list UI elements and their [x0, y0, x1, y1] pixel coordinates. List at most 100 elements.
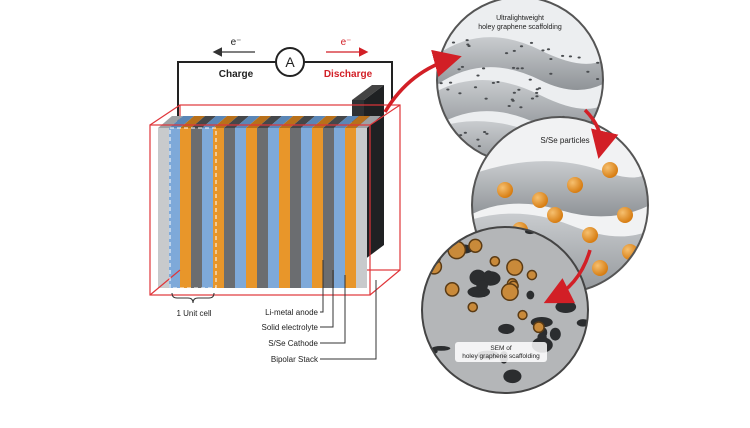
pore — [459, 134, 463, 137]
pore — [577, 56, 581, 59]
layer-electrolyte — [169, 128, 180, 288]
pore — [451, 41, 456, 44]
sse-particle — [547, 207, 563, 223]
ammeter-label: A — [285, 54, 295, 70]
layer-electrolyte — [334, 128, 345, 288]
legend: 1 Unit cell Li-metal anode Solid electro… — [171, 260, 377, 364]
unit-cell-label: 1 Unit cell — [176, 309, 211, 318]
pore — [491, 81, 496, 84]
zoom-arrow-2 — [583, 108, 619, 159]
layer-electrolyte — [202, 128, 213, 288]
pore — [439, 129, 443, 132]
sem-pore — [549, 327, 561, 341]
pore — [535, 88, 539, 91]
pore — [451, 150, 455, 153]
pore — [535, 95, 539, 98]
anode-label: Li-metal anode — [265, 308, 318, 317]
sse-particle — [532, 192, 548, 208]
pore — [541, 49, 545, 52]
pore — [549, 72, 553, 75]
pore — [466, 157, 470, 160]
pore — [507, 105, 511, 108]
pore — [560, 54, 565, 57]
sem-pore — [526, 290, 535, 300]
particles-label: S/Se particles — [540, 136, 589, 145]
layer-collector — [356, 128, 367, 288]
layer-collector — [158, 128, 169, 288]
stack-label: Bipolar Stack — [271, 355, 319, 364]
ammeter-icon — [275, 47, 305, 77]
pore — [568, 55, 573, 58]
pore — [458, 92, 462, 95]
pore — [596, 61, 600, 64]
layer-cathode — [312, 128, 323, 288]
layer-cathode — [279, 128, 290, 288]
layer-electrolyte — [268, 128, 279, 288]
layer-anode — [290, 128, 301, 288]
sem-pore — [558, 374, 573, 389]
pore — [517, 88, 521, 91]
pore — [463, 131, 467, 134]
pore — [466, 43, 470, 46]
pore — [481, 67, 486, 70]
cathode-label: S/Se Cathode — [268, 339, 318, 348]
sse-particle — [567, 177, 583, 193]
pore — [519, 45, 524, 48]
layer-anode — [224, 128, 235, 288]
stack-frame-front — [149, 124, 371, 296]
pore — [473, 86, 478, 89]
sem-particle — [532, 321, 545, 334]
external-circuit: A e⁻ Charge e⁻ Discharge — [177, 37, 393, 125]
pore — [510, 98, 514, 101]
layer-cathode — [213, 128, 224, 288]
pore — [477, 145, 481, 148]
layer-anode — [257, 128, 268, 288]
sem-pore — [431, 346, 451, 351]
pore — [520, 67, 524, 70]
sem-particle — [468, 238, 483, 253]
pore — [519, 106, 523, 109]
sem-pore — [498, 323, 515, 334]
sem-title: SEM of — [490, 345, 512, 352]
pore — [476, 74, 480, 77]
unit-cell-outline — [169, 127, 217, 289]
electron-left-label: e⁻ — [231, 37, 242, 48]
pore — [485, 132, 489, 135]
sem-subtitle: holey graphene scaffolding — [462, 353, 540, 360]
pore — [549, 57, 553, 60]
pore — [529, 41, 534, 44]
bipolar-stack — [149, 85, 401, 296]
sem-particle — [500, 283, 519, 302]
sse-particle — [602, 162, 618, 178]
pore — [530, 97, 535, 100]
inset-sem: SEM of holey graphene scaffolding — [421, 226, 589, 394]
pore — [528, 78, 532, 81]
charge-label: Charge — [219, 69, 254, 80]
sem-particle — [489, 255, 501, 267]
discharge-label: Discharge — [324, 69, 373, 80]
layer-cathode — [180, 128, 191, 288]
sem-pore — [476, 280, 488, 291]
layer-cathode — [345, 128, 356, 288]
sem-particle — [467, 301, 479, 313]
pore — [453, 157, 457, 160]
pore — [484, 97, 488, 100]
pore — [586, 70, 590, 73]
pore — [460, 65, 465, 68]
layer-cathode — [246, 128, 257, 288]
pore — [535, 91, 539, 94]
sem-particle — [444, 282, 460, 297]
pore — [546, 48, 551, 51]
layer-electrolyte — [301, 128, 312, 288]
sse-particle — [617, 207, 633, 223]
electrolyte-label: Solid electrolyte — [262, 323, 319, 332]
pore — [465, 39, 469, 42]
sem-pore — [503, 369, 522, 384]
pore — [457, 68, 461, 71]
sse-particle — [592, 260, 608, 276]
scaffold-title: Ultralightweight — [496, 15, 544, 22]
inset-sem-border — [421, 226, 589, 394]
pore — [511, 66, 516, 69]
